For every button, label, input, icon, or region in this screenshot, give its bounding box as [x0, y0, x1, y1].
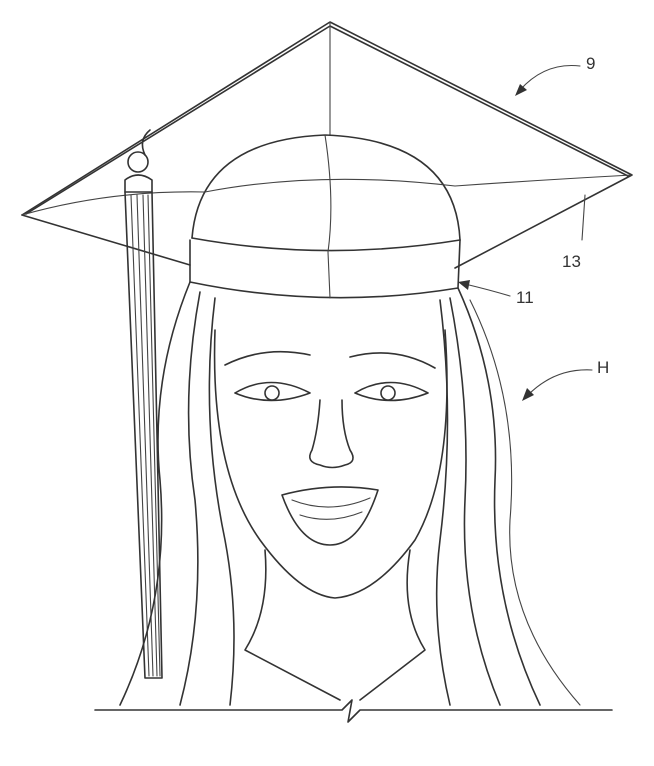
neck — [94, 549, 613, 723]
label-cap-body: 11 — [516, 288, 534, 307]
face — [213, 329, 448, 599]
mortarboard — [21, 21, 633, 269]
tassel — [124, 129, 163, 679]
label-cap: 9 — [586, 54, 596, 73]
label-board: 13 — [562, 252, 581, 271]
hair — [119, 281, 581, 706]
cap-body — [189, 134, 461, 299]
leader-lines — [458, 64, 593, 401]
label-head: H — [597, 358, 610, 377]
